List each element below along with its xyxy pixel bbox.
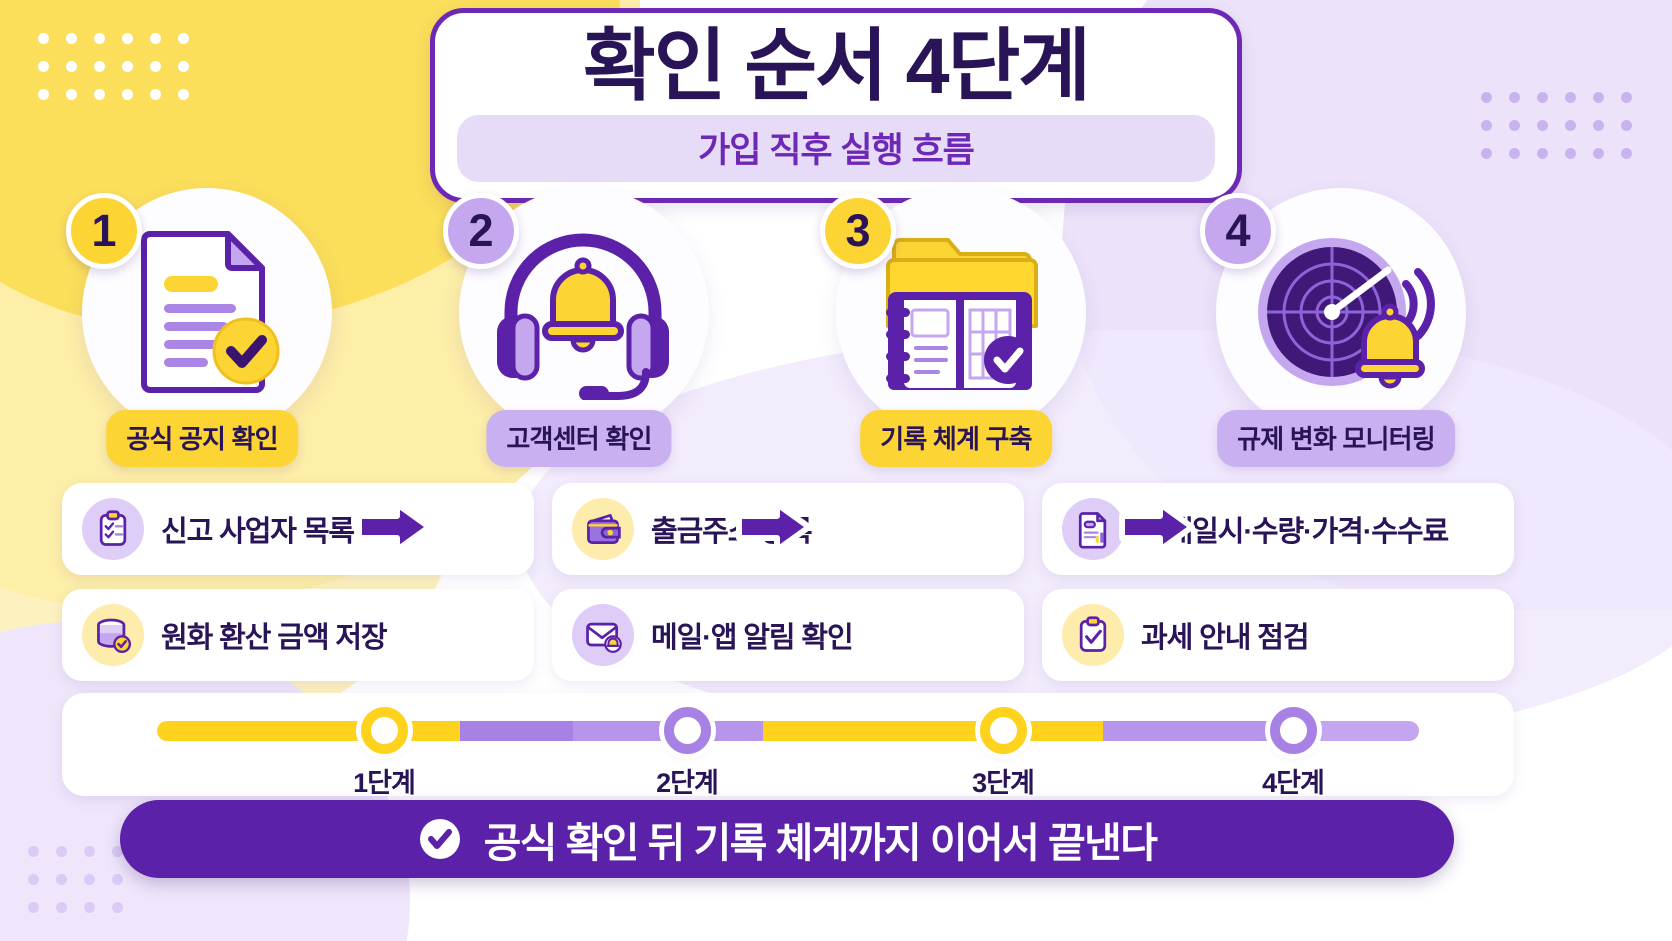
- progress-node-2[interactable]: [664, 707, 711, 754]
- clipboard-checklist-icon: [82, 498, 144, 560]
- card-tax-guide-review[interactable]: 과세 안내 점검: [1042, 589, 1514, 681]
- step-1[interactable]: 1 공식 공지 확인: [66, 188, 338, 467]
- step-2-label: 고객센터 확인: [486, 410, 672, 467]
- step-4-label: 규제 변화 모니터링: [1217, 410, 1455, 467]
- card-mail-app-alert[interactable]: 메일·앱 알림 확인: [552, 589, 1024, 681]
- step-4-badge: 4: [1200, 193, 1276, 269]
- card-reported-operator-list[interactable]: 신고 사업자 목록: [62, 483, 534, 575]
- headset-bell-icon: [483, 220, 683, 401]
- card-trade-details[interactable]: 거래일시·수량·가격·수수료: [1042, 483, 1514, 575]
- envelope-bell-icon: [572, 604, 634, 666]
- wallet-icon: [572, 498, 634, 560]
- card-label: 과세 안내 점검: [1141, 622, 1310, 654]
- header-panel: 확인 순서 4단계 가입 직후 실행 흐름: [430, 8, 1242, 204]
- progress-segment: [762, 721, 927, 741]
- arrow-right-icon-2: [735, 498, 813, 556]
- step-1-badge: 1: [66, 193, 142, 269]
- progress-segment: [1305, 721, 1419, 741]
- database-check-icon: [82, 604, 144, 666]
- progress-segment: [1103, 721, 1306, 741]
- document-chart-icon: [1062, 498, 1124, 560]
- progress-segment: [459, 721, 574, 741]
- progress-track: [157, 721, 1419, 741]
- progress-segment: [157, 721, 460, 741]
- step-3-badge: 3: [820, 193, 896, 269]
- step-3-label: 기록 체계 구축: [860, 410, 1052, 467]
- steps-row: 1 공식 공지 확인: [0, 188, 1672, 553]
- card-label: 메일·앱 알림 확인: [651, 622, 854, 654]
- progress-node-1[interactable]: [361, 707, 408, 754]
- progress-panel: 1단계 2단계 3단계 4단계: [62, 693, 1514, 798]
- folder-ledger-check-icon: [860, 220, 1060, 400]
- subtitle-pill: 가입 직후 실행 흐름: [457, 115, 1215, 183]
- page-subtitle: 가입 직후 실행 흐름: [698, 131, 975, 171]
- feature-card-grid: 신고 사업자 목록 출금주소 등록: [62, 483, 1514, 681]
- page-title: 확인 순서 4단계: [583, 21, 1091, 110]
- dot-grid-top-right: [1481, 92, 1632, 159]
- progress-label-1: 1단계: [353, 768, 416, 798]
- dot-grid-bottom-left: [28, 846, 123, 913]
- summary-banner: 공식 확인 뒤 기록 체계까지 이어서 끝낸다: [120, 800, 1454, 878]
- radar-bell-icon: [1240, 220, 1440, 400]
- arrow-right-icon-3: [1118, 498, 1196, 556]
- arrow-right-icon-1: [355, 498, 433, 556]
- step-2-badge: 2: [443, 193, 519, 269]
- step-4[interactable]: 4: [1200, 188, 1472, 467]
- progress-node-4[interactable]: [1270, 707, 1317, 754]
- card-label: 신고 사업자 목록: [161, 516, 355, 548]
- summary-banner-text: 공식 확인 뒤 기록 체계까지 이어서 끝낸다: [483, 820, 1158, 866]
- dot-grid-top-left: [38, 33, 189, 100]
- progress-label-3: 3단계: [972, 768, 1035, 798]
- step-2[interactable]: 2 고객센터 확인: [443, 188, 715, 467]
- card-label: 거래일시·수량·가격·수수료: [1141, 516, 1449, 548]
- step-1-label: 공식 공지 확인: [106, 410, 298, 467]
- card-krw-conversion-storage[interactable]: 원화 환산 금액 저장: [62, 589, 534, 681]
- card-label: 원화 환산 금액 저장: [161, 622, 388, 654]
- progress-node-3[interactable]: [980, 707, 1027, 754]
- check-circle-icon: [418, 817, 462, 861]
- progress-label-2: 2단계: [656, 768, 719, 798]
- step-3[interactable]: 3: [820, 188, 1092, 467]
- document-check-icon: [106, 220, 306, 400]
- progress-label-4: 4단계: [1262, 768, 1325, 798]
- clipboard-check-icon: [1062, 604, 1124, 666]
